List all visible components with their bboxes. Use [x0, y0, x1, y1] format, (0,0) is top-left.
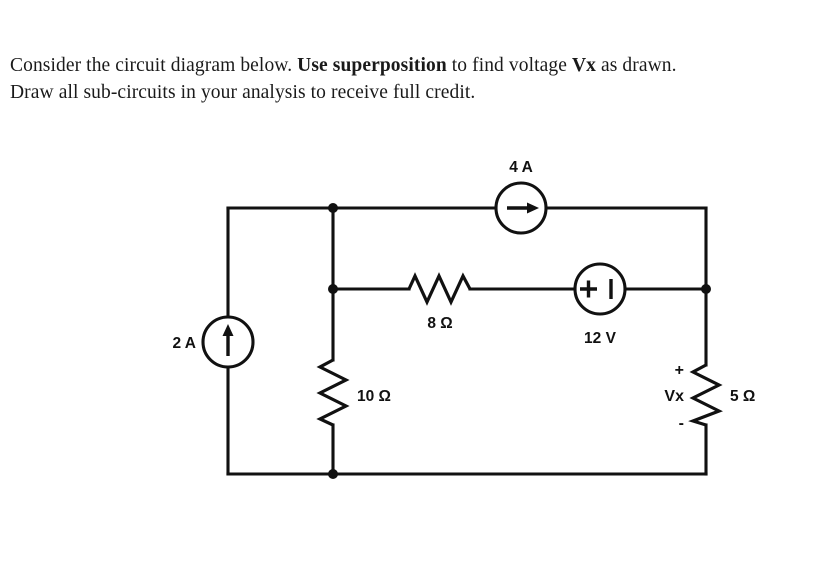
prompt-emphasis-superposition: Use superposition: [297, 55, 447, 76]
vx-plus-marker: +: [675, 362, 684, 379]
prompt-text-3: as drawn.: [596, 55, 677, 76]
node-dot-mid-middle: [328, 284, 338, 294]
prompt-text-line2: Draw all sub-circuits in your analysis t…: [10, 82, 476, 103]
voltage-source-12v-plus-glyph: [580, 280, 597, 298]
resistor-5ohm-label: 5 Ω: [730, 388, 755, 405]
voltage-source-12v-label: 12 V: [584, 330, 617, 347]
current-source-2a-label: 2 A: [172, 335, 196, 352]
current-source-4a-label: 4 A: [509, 159, 533, 176]
resistor-5ohm-zigzag: [688, 363, 723, 427]
prompt-emphasis-vx: Vx: [571, 55, 597, 76]
resistor-10ohm-label: 10 Ω: [357, 388, 391, 405]
current-source-4a-arrow-head: [527, 202, 539, 214]
resistor-8ohm-zigzag: [407, 272, 472, 306]
circuit-diagram: 2 A 4 A 12 V 8 Ω 10 Ω 5 Ω + Vx: [0, 120, 829, 520]
resistor-8ohm-label: 8 Ω: [427, 315, 452, 332]
node-dot-top-middle: [328, 203, 338, 213]
resistor-10ohm-zigzag: [316, 358, 350, 427]
prompt-text-1: Consider the circuit diagram below.: [10, 55, 298, 76]
problem-statement: Consider the circuit diagram below. Use …: [10, 52, 800, 106]
voltage-source-12v-body: [573, 262, 627, 316]
current-source-2a-arrow-head: [222, 324, 234, 336]
vx-label: Vx: [664, 388, 684, 405]
node-dot-mid-right: [701, 284, 711, 294]
prompt-text-2: to find voltage: [446, 55, 572, 76]
node-dot-bottom-middle: [328, 469, 338, 479]
vx-minus-marker: -: [679, 415, 684, 432]
